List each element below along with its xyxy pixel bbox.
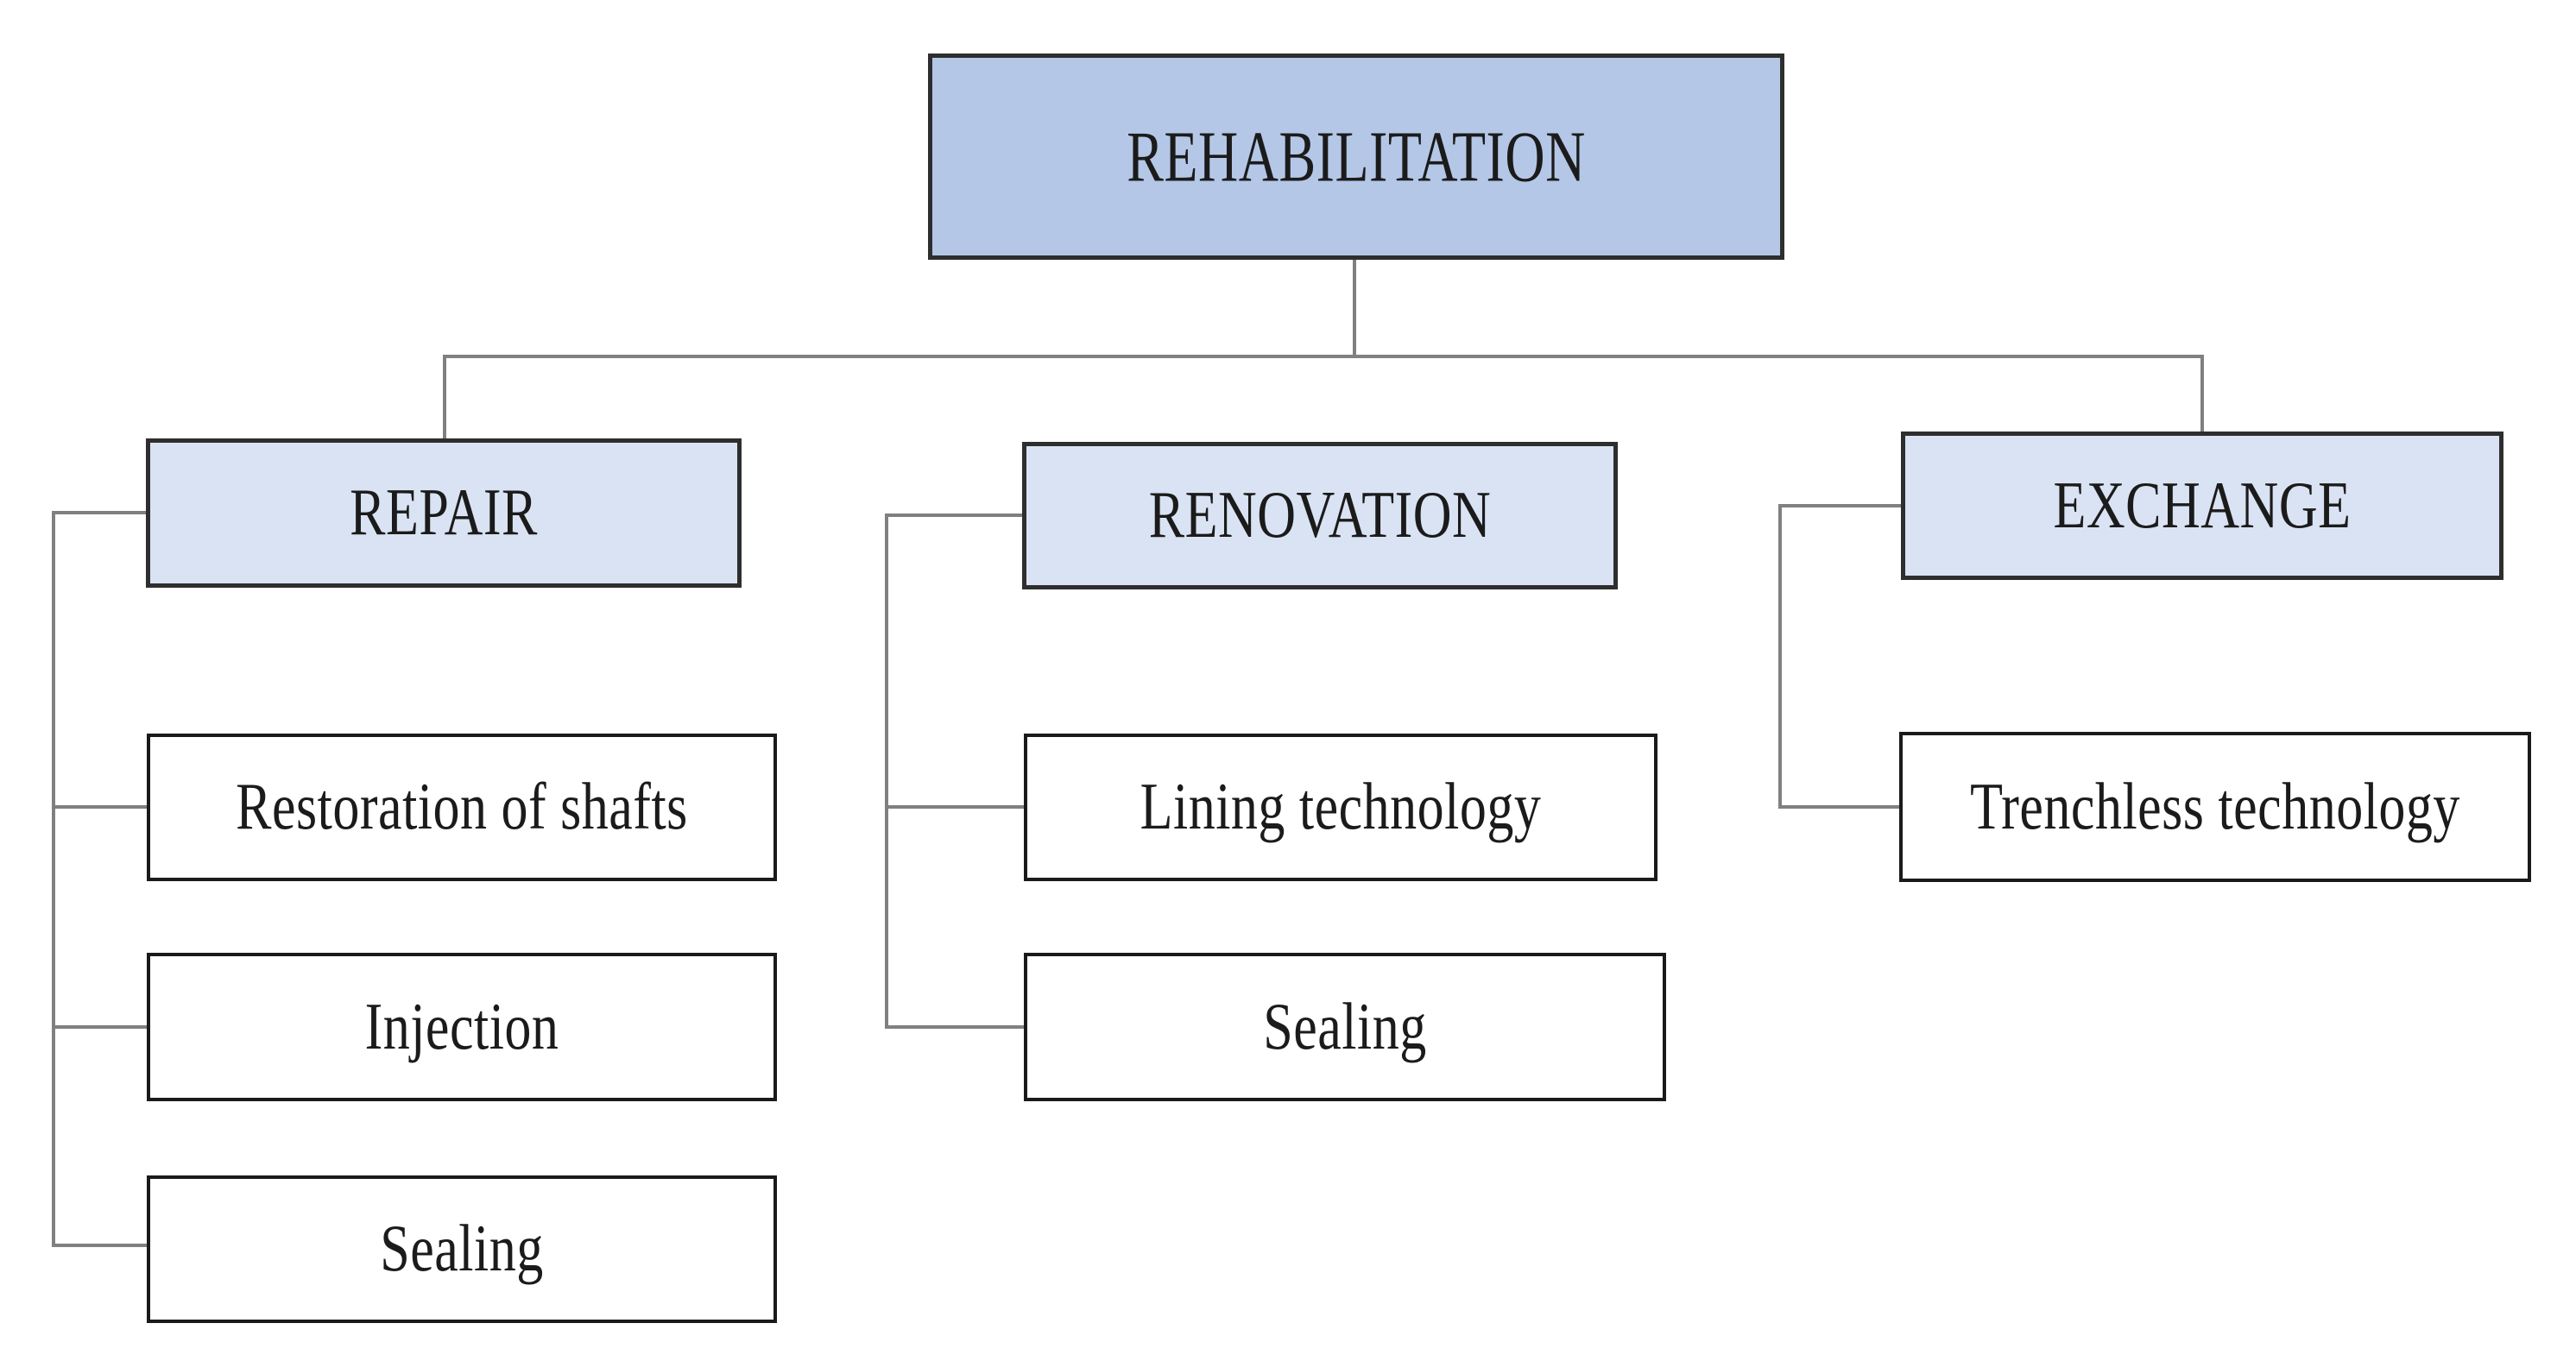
node-trenchless-technology: Trenchless technology	[1899, 732, 2531, 882]
connector-exchange-spine-top-stub	[1778, 504, 1901, 507]
node-sealing-repair: Sealing	[147, 1175, 777, 1323]
connector-restoration-stub	[52, 805, 147, 809]
node-sealing-renovation: Sealing	[1024, 953, 1666, 1101]
node-lining-technology: Lining technology	[1024, 734, 1657, 881]
connector-trunk-horizontal	[443, 355, 2204, 358]
node-restoration-of-shafts-label: Restoration of shafts	[236, 770, 688, 844]
connector-trenchless-stub	[1778, 805, 1899, 809]
connector-root-drop	[1353, 258, 1356, 356]
node-rehabilitation-label: REHABILITATION	[1127, 116, 1586, 196]
connector-exchange-drop	[2200, 355, 2204, 432]
node-injection-label: Injection	[364, 989, 559, 1063]
connector-exchange-spine	[1778, 504, 1782, 809]
node-exchange-label: EXCHANGE	[2053, 468, 2352, 542]
node-lining-technology-label: Lining technology	[1140, 770, 1542, 844]
connector-repair-drop	[443, 355, 446, 438]
node-renovation-label: RENOVATION	[1148, 478, 1492, 552]
connector-sealing-left-stub	[52, 1244, 147, 1247]
node-renovation: RENOVATION	[1022, 442, 1618, 589]
node-rehabilitation: REHABILITATION	[928, 54, 1784, 260]
connector-sealing-mid-stub	[885, 1025, 1024, 1029]
connector-renovation-spine-top-stub	[885, 514, 1022, 517]
connector-repair-spine-top-stub	[52, 511, 146, 514]
node-exchange: EXCHANGE	[1901, 432, 2503, 580]
connector-lining-stub	[885, 805, 1024, 809]
node-repair-label: REPAIR	[350, 476, 538, 550]
node-sealing-renovation-label: Sealing	[1263, 989, 1427, 1063]
node-injection: Injection	[147, 953, 777, 1101]
node-repair: REPAIR	[146, 438, 742, 588]
connector-injection-stub	[52, 1025, 147, 1029]
connector-repair-spine	[52, 511, 55, 1247]
node-sealing-repair-label: Sealing	[380, 1212, 544, 1286]
connector-renovation-spine	[885, 514, 888, 1029]
node-restoration-of-shafts: Restoration of shafts	[147, 734, 777, 881]
node-trenchless-technology-label: Trenchless technology	[1970, 769, 2460, 843]
